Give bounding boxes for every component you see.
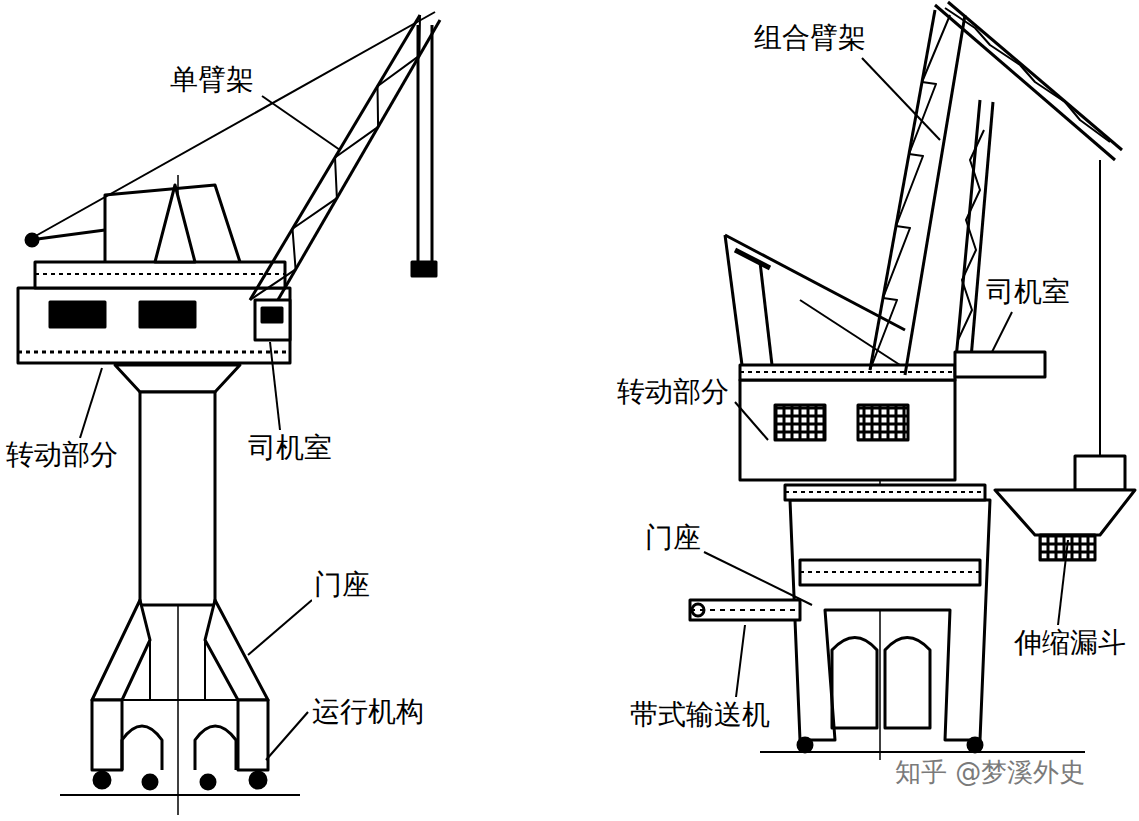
crane-drawing: [905, 15, 965, 375]
crane-drawing: [250, 772, 266, 788]
part-label: 带式输送机: [628, 699, 772, 732]
crane-drawing: [740, 380, 955, 480]
crane-drawing: [760, 262, 772, 365]
crane-drawing: [122, 640, 238, 700]
crane-drawing: [995, 490, 1135, 535]
crane-drawing: [862, 58, 940, 140]
part-label: 伸缩漏斗: [1012, 627, 1128, 660]
crane-drawing: [948, 2, 1122, 150]
crane-drawing: [115, 365, 240, 392]
crane-drawing: [992, 312, 1012, 352]
crane-drawing: [270, 342, 280, 430]
crane-drawing: [870, 10, 935, 370]
crane-drawing: [798, 738, 812, 752]
crane-drawing: [50, 302, 105, 327]
crane-drawing: [690, 609, 800, 611]
crane-drawing: [248, 600, 312, 655]
watermark: 知乎 @梦溪外史: [893, 757, 1087, 788]
crane-drawing: [18, 351, 290, 354]
crane-drawing: [35, 262, 285, 288]
crane-drawing: [250, 15, 420, 300]
crane-drawing: [935, 5, 1115, 160]
part-label: 司机室: [246, 432, 334, 465]
crane-drawing: [958, 130, 984, 340]
crane-drawing: [35, 273, 285, 275]
crane-drawing: [970, 102, 993, 370]
crane-drawing: [870, 15, 950, 370]
part-label: 组合臂架: [752, 22, 868, 55]
crane-drawing: [412, 262, 436, 276]
crane-drawing: [140, 392, 215, 605]
crane-drawing: [140, 302, 195, 327]
crane-drawing: [60, 794, 300, 796]
crane-drawing: [725, 235, 905, 330]
crane-drawing: [431, 25, 434, 262]
crane-drawing: [800, 571, 980, 573]
crane-drawing: [80, 368, 102, 438]
crane-drawing: [858, 405, 908, 440]
crane-drawing: [800, 560, 980, 585]
crane-drawing: [92, 600, 150, 700]
crane-drawing: [775, 405, 825, 440]
crane-drawing: [255, 300, 290, 340]
part-label: 转动部分: [615, 376, 731, 409]
crane-drawing: [105, 185, 240, 262]
crane-drawing: [785, 485, 985, 500]
crane-drawing: [262, 308, 282, 322]
crane-drawing: [122, 726, 162, 770]
part-label: 门座: [643, 522, 703, 555]
crane-drawing: [275, 20, 440, 305]
crane-drawing: [238, 700, 268, 770]
crane-drawing: [740, 371, 955, 373]
crane-drawing: [195, 726, 236, 770]
crane-drawing: [262, 96, 340, 150]
crane-drawing: [1075, 456, 1125, 490]
crane-drawing: [692, 604, 704, 616]
crane-drawing: [94, 772, 110, 788]
crane-drawing: [205, 600, 268, 700]
crane-drawing: [690, 600, 800, 620]
crane-drawing: [785, 491, 985, 493]
crane-drawing: [735, 402, 768, 440]
crane-drawing: [740, 365, 955, 380]
crane-drawing: [250, 15, 420, 300]
crane-drawing: [92, 700, 122, 770]
crane-drawing: [155, 185, 195, 262]
part-label: 转动部分: [4, 439, 120, 472]
crane-drawing: [885, 638, 930, 729]
crane-drawing: [945, 8, 1110, 142]
part-label: 单臂架: [168, 64, 256, 97]
part-label: 运行机构: [310, 696, 426, 729]
crane-drawing: [790, 500, 990, 740]
crane-drawing: [30, 230, 105, 240]
crane-drawing: [955, 100, 980, 370]
part-label: 门座: [312, 569, 372, 602]
crane-drawing: [18, 2, 1135, 815]
crane-drawing: [955, 352, 1045, 377]
part-label: 司机室: [984, 276, 1072, 309]
crane-drawing: [32, 12, 435, 238]
crane-drawing: [80, 58, 1068, 760]
crane-drawing: [832, 638, 877, 729]
crane-drawing: [1099, 160, 1101, 458]
crane-drawing: [704, 552, 812, 605]
crane-drawing: [736, 625, 745, 697]
crane-drawing: [266, 712, 308, 760]
crane-drawing: [417, 25, 420, 262]
crane-drawing: [735, 250, 770, 268]
crane-drawing: [1058, 540, 1068, 625]
crane-drawing: [201, 775, 215, 789]
crane-drawing: [143, 775, 157, 789]
crane-drawing: [968, 738, 982, 752]
